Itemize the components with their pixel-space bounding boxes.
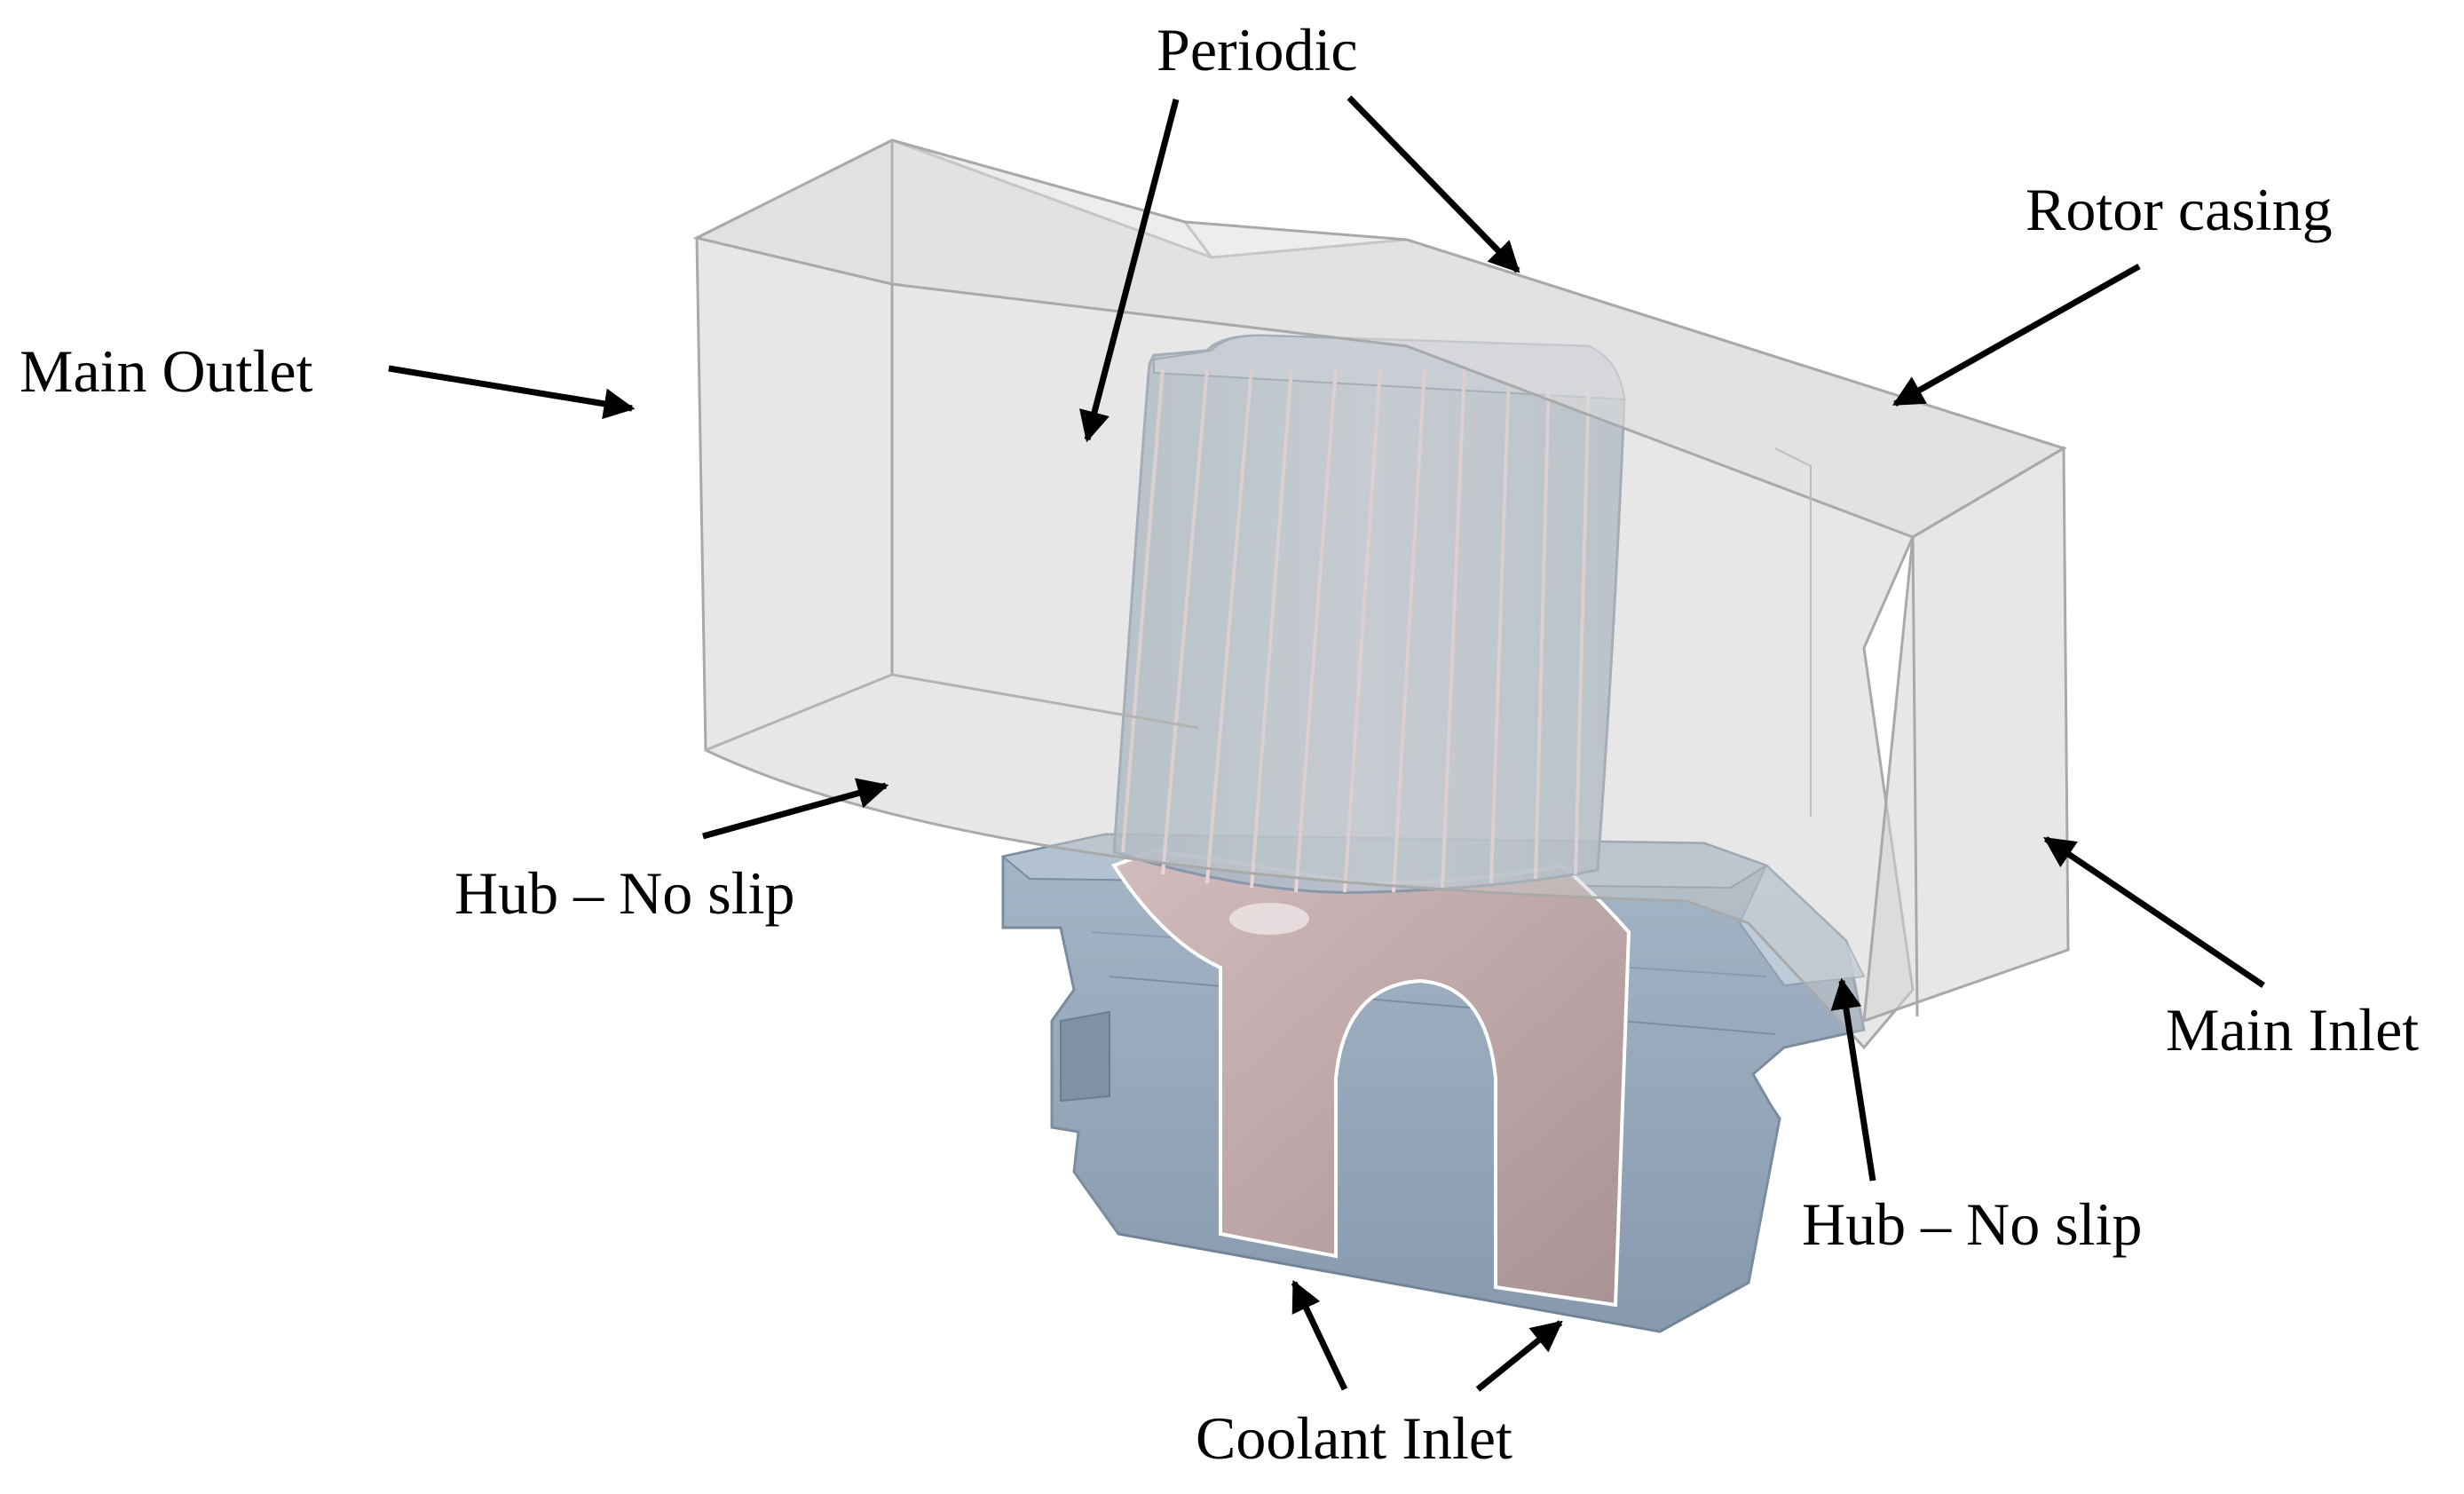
arrow-main-outlet <box>388 365 636 420</box>
label-hub-no-slip-left: Hub – No slip <box>454 859 795 927</box>
label-periodic: Periodic <box>1157 16 1358 83</box>
arrows <box>388 95 2265 1392</box>
fluid-domain-box <box>692 138 2070 1050</box>
label-main-outlet: Main Outlet <box>20 337 313 405</box>
arrow-main-inlet <box>2043 836 2265 988</box>
arrow-hub-right <box>1830 977 1876 1182</box>
arrow-coolant-right <box>1475 1320 1563 1392</box>
cooling-holes <box>1121 368 1591 893</box>
arrow-periodic-left <box>1079 99 1180 443</box>
arrow-coolant-left <box>1291 1279 1348 1391</box>
label-rotor-casing: Rotor casing <box>2026 176 2333 243</box>
arrow-rotor-casing <box>1891 263 2141 407</box>
arrow-periodic-right <box>1347 95 1520 273</box>
label-coolant-inlet: Coolant Inlet <box>1196 1404 1512 1472</box>
arrow-hub-left <box>702 778 889 840</box>
label-main-inlet: Main Inlet <box>2166 996 2420 1063</box>
label-hub-no-slip-right: Hub – No slip <box>1802 1190 2143 1258</box>
